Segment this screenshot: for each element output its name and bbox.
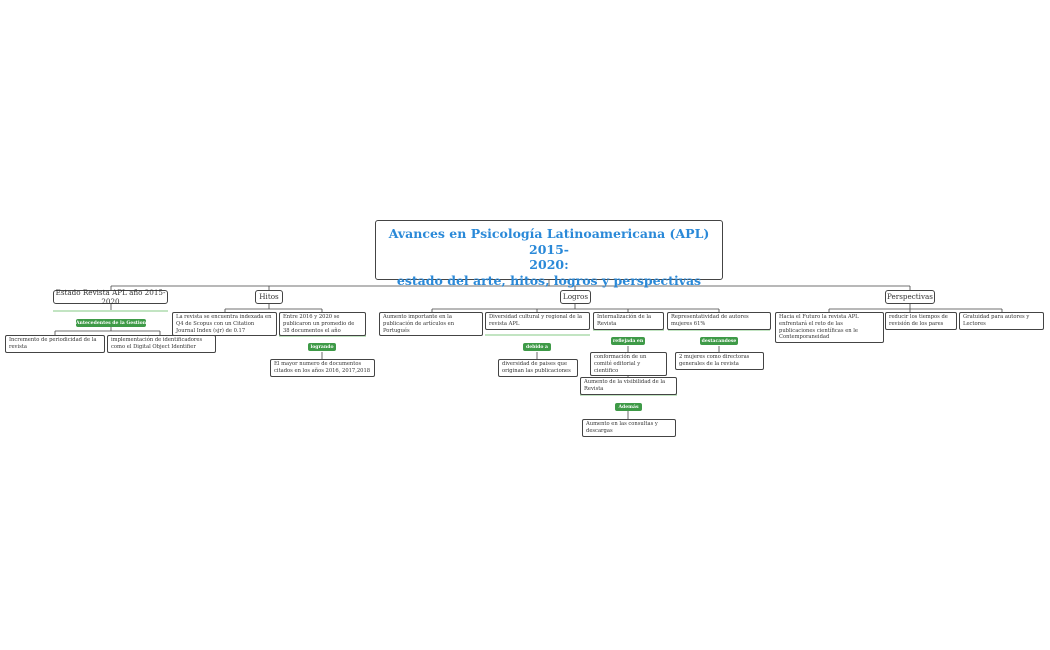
link-label-reflejada-en: reflejada en bbox=[611, 337, 645, 345]
logros-sub-consultas[interactable]: Aumento en las consultas y descargas bbox=[582, 419, 676, 437]
logros-sub-comite[interactable]: conformación de un comité editorial y ci… bbox=[590, 352, 667, 377]
perspectivas-item-tiempos[interactable]: reducir los tiempos de revisión de los p… bbox=[885, 312, 957, 330]
link-label-destacandose: destacandose bbox=[700, 337, 738, 345]
branch-hitos[interactable]: Hitos bbox=[255, 290, 283, 304]
title-line-3: estado del arte, hitos, logros y perspec… bbox=[396, 272, 702, 288]
link-label-logrando: logrando bbox=[308, 343, 336, 351]
logros-item-portugues[interactable]: Aumento importante en la publicación de … bbox=[379, 312, 483, 337]
hitos-item-scopus[interactable]: La revista se encuentra indexada en Q4 d… bbox=[172, 312, 277, 337]
logros-sub-paises[interactable]: diversidad de paises que originan las pu… bbox=[498, 359, 578, 377]
hitos-item-promedio[interactable]: Entre 2016 y 2020 se publicaron un prome… bbox=[279, 312, 366, 337]
perspectivas-item-futuro[interactable]: Hacia el Futuro la revista APL enfrentar… bbox=[775, 312, 884, 343]
link-label-antecedentes: Antecedentes de la Gestion bbox=[75, 319, 147, 327]
estado-item-identificadores[interactable]: implementación de identificadores como e… bbox=[107, 335, 216, 353]
branch-estado[interactable]: Estado Revista APL año 2015-2020 bbox=[53, 288, 168, 306]
logros-item-internalizacion[interactable]: Internalización de la Revista bbox=[593, 312, 664, 330]
link-label-debido-a: debido a bbox=[523, 343, 551, 351]
title-line-1: Avances en Psicología Latinoamericana (A… bbox=[388, 226, 710, 257]
hitos-sub-citados[interactable]: El mayor numero de documentos citados en… bbox=[270, 359, 375, 377]
logros-sub-directoras[interactable]: 2 mujeres como directoras generales de l… bbox=[675, 352, 764, 370]
central-topic[interactable]: Avances en Psicología Latinoamericana (A… bbox=[375, 220, 723, 288]
title-line-2: 2020: bbox=[529, 257, 569, 273]
perspectivas-item-gratuidad[interactable]: Gratuidad para autores y Lectores bbox=[959, 312, 1044, 330]
branch-logros[interactable]: Logros bbox=[560, 290, 591, 304]
branch-perspectivas[interactable]: Perspectivas bbox=[885, 290, 935, 304]
estado-item-periodicidad[interactable]: Incremento de periodicidad de la revista bbox=[5, 335, 105, 353]
logros-sub-visibilidad[interactable]: Aumento de la visibilidad de la Revista bbox=[580, 377, 677, 395]
logros-item-diversidad[interactable]: Diversidad cultural y regional de la rev… bbox=[485, 312, 590, 330]
link-label-ademas: Además bbox=[615, 403, 642, 411]
logros-item-representatividad[interactable]: Representatividad de autores mujeres 61% bbox=[667, 312, 771, 330]
